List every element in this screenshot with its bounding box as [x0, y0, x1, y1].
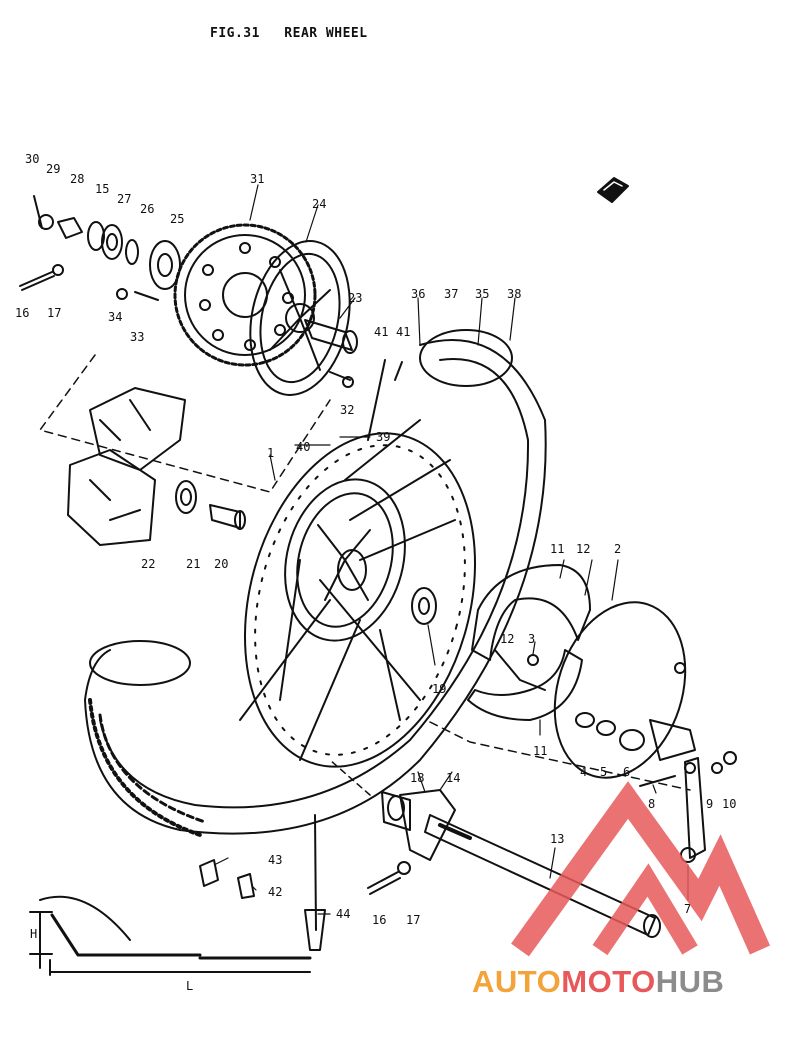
callout-12: 12: [576, 542, 590, 556]
adjuster-bolt: [367, 861, 411, 895]
callout-9: 9: [706, 797, 713, 811]
callout-40: 40: [296, 440, 310, 454]
callout-15: 15: [95, 182, 109, 196]
leader-lines: [215, 184, 689, 915]
callout-26: 26: [140, 202, 154, 216]
callout-8: 8: [648, 797, 655, 811]
callout-37: 37: [444, 287, 458, 301]
callout-21: 21: [186, 557, 200, 571]
figure-number: FIG.31: [210, 26, 260, 41]
callout-4: 4: [580, 765, 587, 779]
callout-27: 27: [117, 192, 131, 206]
callout-39: 39: [376, 430, 390, 444]
watermark-part-b: MOTO: [561, 964, 656, 999]
callout-11: 11: [533, 744, 547, 758]
brake-shoes: [467, 564, 591, 721]
sprocket-carrier: [249, 240, 351, 396]
callout-32: 32: [340, 403, 354, 417]
callout-7: 7: [684, 902, 691, 916]
damper-rubbers: [67, 387, 186, 546]
callout-14: 14: [446, 771, 460, 785]
corner-marker: [597, 177, 629, 203]
callout-13: 13: [550, 832, 564, 846]
callout-17: 17: [47, 306, 61, 320]
callout-17: 17: [406, 913, 420, 927]
callout-16: 16: [372, 913, 386, 927]
chain-adjuster: [381, 789, 456, 861]
callout-34: 34: [108, 310, 122, 324]
callout-42: 42: [268, 885, 282, 899]
callout-18: 18: [410, 771, 424, 785]
sprocket-hardware: [19, 195, 354, 388]
callout-12: 12: [500, 632, 514, 646]
brake-dashed-line: [429, 721, 691, 791]
brake-cam-lever: [639, 751, 737, 863]
callout-41: 41: [396, 325, 410, 339]
callout-24: 24: [312, 197, 326, 211]
callout-31: 31: [250, 172, 264, 186]
callout-11: 11: [550, 542, 564, 556]
callout-30: 30: [25, 152, 39, 166]
callout-25: 25: [170, 212, 184, 226]
callout-36: 36: [411, 287, 425, 301]
watermark-text: AUTOMOTOHUB: [472, 964, 724, 1000]
callout-38: 38: [507, 287, 521, 301]
figure-title: FIG.31 REAR WHEEL: [210, 26, 368, 41]
callout-5: 5: [600, 765, 607, 779]
callout-16: 16: [15, 306, 29, 320]
callout-3: 3: [528, 632, 535, 646]
callout-33: 33: [130, 330, 144, 344]
hub-bearing: [411, 587, 437, 625]
callout-44: 44: [336, 907, 350, 921]
callout-41: 41: [374, 325, 388, 339]
figure-name: REAR WHEEL: [284, 26, 368, 41]
watermark-part-c: HUB: [655, 964, 725, 999]
callout-22: 22: [141, 557, 155, 571]
spoke-pair: [367, 359, 403, 441]
callout-2: 2: [614, 542, 621, 556]
callout-19: 19: [432, 682, 446, 696]
callout-1: 1: [267, 446, 274, 460]
dimension-length-label: L: [186, 979, 193, 993]
wheel-hub: [284, 478, 406, 642]
valve-parts: [199, 814, 326, 951]
axle-sleeve: [304, 319, 358, 354]
callout-10: 10: [722, 797, 736, 811]
dimension-sketch: [29, 895, 312, 976]
dimension-height-label: H: [30, 927, 37, 941]
brake-panel: [553, 601, 696, 779]
callout-6: 6: [623, 765, 630, 779]
callout-43: 43: [268, 853, 282, 867]
wheel-rim: [239, 419, 477, 768]
callout-20: 20: [214, 557, 228, 571]
watermark-logo-icon: [511, 781, 771, 957]
rear-tire: [84, 329, 547, 837]
watermark-part-a: AUTO: [472, 964, 562, 999]
bearing-and-spacer: [175, 480, 246, 530]
sprocket: [173, 223, 317, 367]
callout-28: 28: [70, 172, 84, 186]
callout-35: 35: [475, 287, 489, 301]
callout-29: 29: [46, 162, 60, 176]
callout-23: 23: [348, 291, 362, 305]
hub-dashed-box: [39, 354, 331, 493]
